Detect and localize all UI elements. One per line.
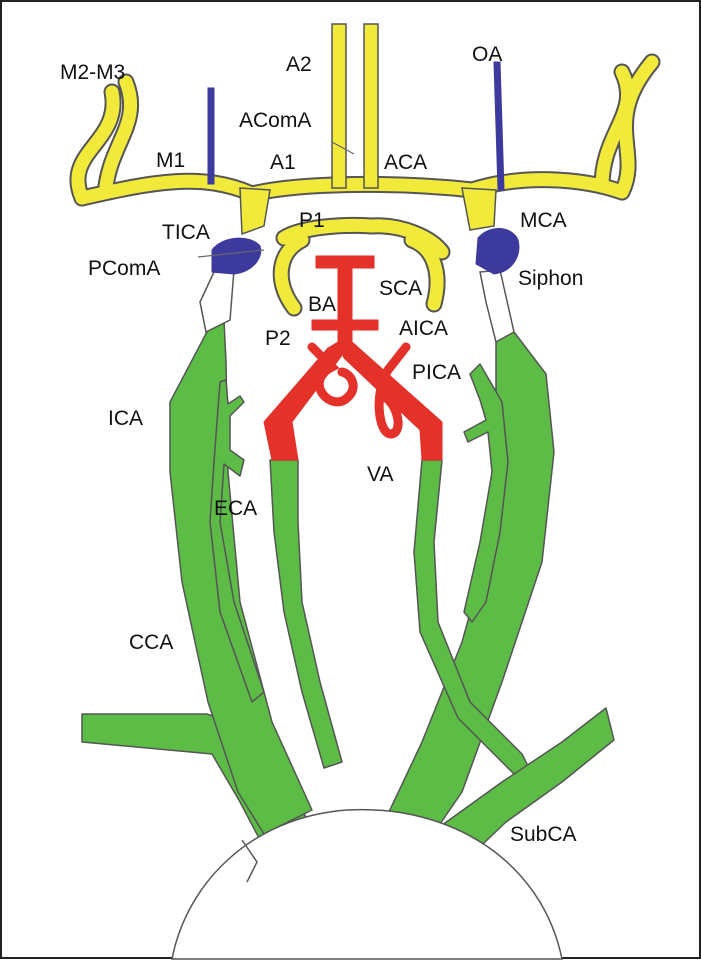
left-m1-vertical: [208, 88, 214, 184]
right-ica-petrous-segment: [480, 270, 514, 342]
label-pica: PICA: [412, 362, 461, 383]
label-va: VA: [367, 464, 393, 485]
ophthalmic-artery: [494, 62, 504, 190]
aortic-arch: [172, 810, 562, 959]
label-a2: A2: [286, 54, 312, 75]
label-cca: CCA: [129, 632, 173, 653]
right-a2: [364, 24, 378, 188]
label-m1: M1: [156, 150, 185, 171]
right-siphon: [476, 228, 519, 274]
label-acoma: AComA: [239, 110, 311, 131]
superior-cerebellar-bar: [316, 256, 374, 268]
label-ba: BA: [308, 294, 336, 315]
left-a2: [332, 24, 346, 188]
left-m1-mca-branch: [82, 180, 622, 198]
right-tica-junction: [462, 188, 496, 230]
label-subca: SubCA: [510, 824, 577, 845]
label-aca: ACA: [384, 152, 427, 173]
label-p1: P1: [299, 210, 325, 231]
label-mca: MCA: [520, 210, 567, 231]
label-pcoma: PComA: [88, 258, 160, 279]
label-sca: SCA: [379, 278, 422, 299]
left-tica-junction: [240, 188, 270, 234]
label-p2: P2: [265, 328, 291, 349]
label-aica: AICA: [399, 318, 448, 339]
label-ica: ICA: [108, 408, 143, 429]
label-eca: ECA: [214, 498, 257, 519]
aica-bar: [312, 320, 378, 330]
left-siphon: [212, 238, 261, 274]
left-ica-petrous-segment: [200, 270, 234, 332]
label-a1: A1: [270, 152, 296, 173]
label-m2-m3: M2-M3: [60, 62, 125, 83]
left-vertebral-artery: [270, 460, 342, 768]
label-tica: TICA: [162, 222, 210, 243]
label-siphon: Siphon: [518, 268, 583, 289]
label-oa: OA: [472, 44, 502, 65]
